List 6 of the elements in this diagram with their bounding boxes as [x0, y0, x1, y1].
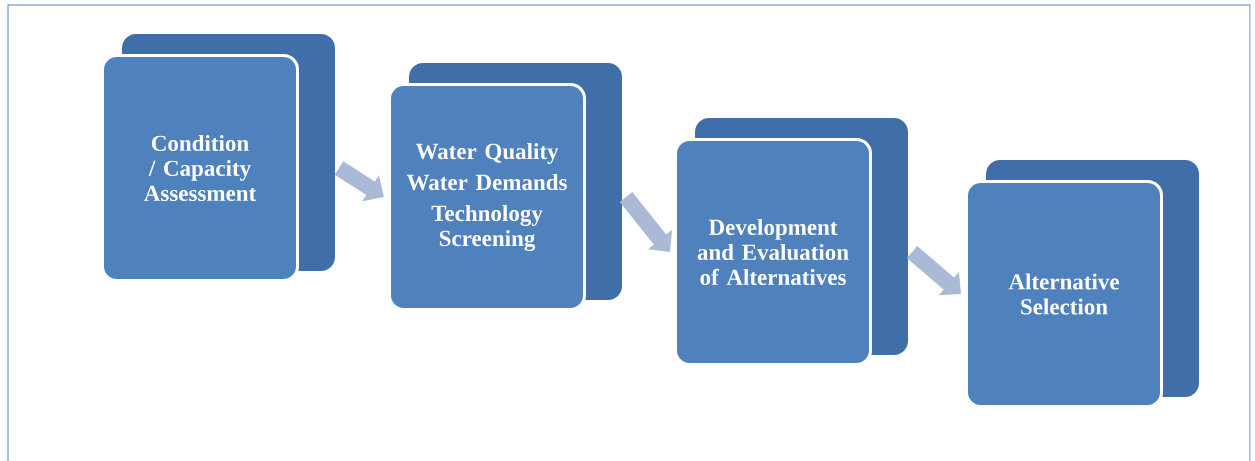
block: Condition / Capacity Assessment [101, 34, 335, 282]
arrow [619, 192, 673, 252]
block: Water Quality Water Demands Technology Screening [388, 63, 622, 311]
arrow [906, 245, 961, 296]
block: Development and Evaluation of Alternatives [674, 118, 908, 366]
block: Alternative Selection [965, 160, 1199, 408]
